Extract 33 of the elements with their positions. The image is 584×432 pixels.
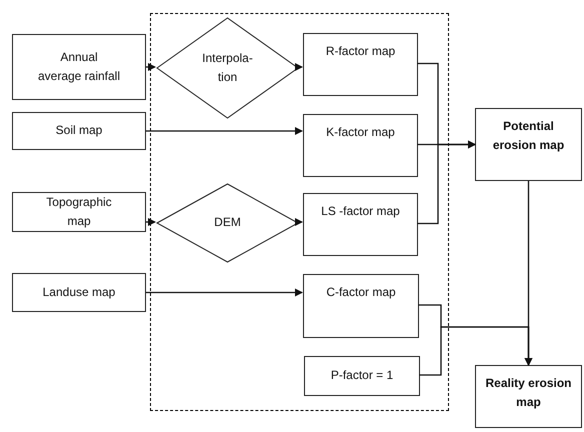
node-label: Soil map [56,122,102,140]
arrow [417,140,476,224]
output-box [475,365,582,428]
arrow [419,326,532,376]
process-box [303,274,419,338]
process-box [12,273,146,312]
node-label: Reality erosion map [484,375,573,412]
node-label: Interpola- tion [201,50,254,86]
process-box [12,112,146,150]
node-label: Landuse map [42,284,116,301]
arrow [146,127,303,135]
arrow [295,63,303,71]
node-label: K-factor map [326,124,395,141]
output-box [475,108,582,181]
process-box [304,356,420,396]
node-label: LS -factor map [321,203,400,220]
process-box [303,193,418,256]
arrow [295,218,303,226]
node-label: C-factor map [326,284,396,301]
node-label: Potential erosion map [492,118,566,154]
node-label: P-factor = 1 [330,367,394,384]
arrow [146,218,156,226]
process-box [12,34,146,100]
process-box [303,33,418,96]
dashed-group-frame [150,13,449,411]
arrow [146,288,303,296]
node-label: DEM [214,214,241,232]
process-box [303,114,418,177]
arrow [146,63,156,71]
node-label: Annual average rainfall [37,48,121,85]
process-box [12,192,146,232]
node-label: R-factor map [326,43,396,60]
node-label: Topographic map [45,194,113,230]
